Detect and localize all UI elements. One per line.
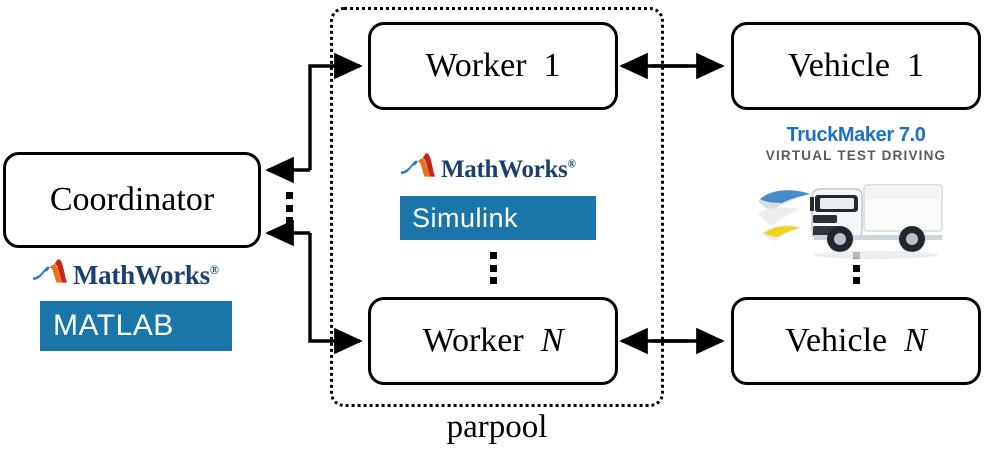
worker-n-label: Worker N xyxy=(423,324,564,358)
mathworks-wordmark: MathWorks® xyxy=(73,260,219,291)
mathworks-registered-mark: ® xyxy=(209,263,219,277)
worker-n-label-text: Worker xyxy=(422,322,524,359)
edge-coordinator-to-workerN xyxy=(308,233,363,355)
vehicle-n-label-text: Vehicle xyxy=(785,322,888,359)
coordinator-label: Coordinator xyxy=(49,181,215,218)
simulink-product-label: Simulink xyxy=(412,202,519,233)
mathworks-registered-mark-2: ® xyxy=(567,158,576,171)
node-vehicle-n[interactable]: Vehicle N xyxy=(731,297,981,385)
mathworks-logo-coordinator: MathWorks® xyxy=(32,258,219,293)
truckmaker-subtitle: VIRTUAL TEST DRIVING xyxy=(765,148,947,163)
simulink-product-badge: Simulink xyxy=(400,196,596,240)
parpool-caption: parpool xyxy=(446,409,548,445)
truckmaker-title: TruckMaker 7.0 xyxy=(786,124,926,146)
truckmaker-truck-illustration xyxy=(756,167,956,259)
node-worker-n[interactable]: Worker N xyxy=(368,297,618,385)
worker-1-index: 1 xyxy=(543,47,561,84)
vehicle-1-label: Vehicle 1 xyxy=(788,49,924,83)
node-worker-1[interactable]: Worker 1 xyxy=(368,22,618,110)
vehicle-n-label: Vehicle N xyxy=(785,324,927,358)
vehicle-1-index: 1 xyxy=(906,47,924,84)
worker-column-ellipsis-icon xyxy=(490,252,497,284)
parpool-container xyxy=(330,7,664,407)
worker-n-index: N xyxy=(540,322,564,359)
vehicle-n-index: N xyxy=(904,322,927,359)
mathworks-wordmark-2: MathWorks® xyxy=(441,156,576,184)
mathworks-wordmark-text: MathWorks xyxy=(73,260,210,290)
matlab-product-label: MATLAB xyxy=(53,309,174,342)
matlab-product-badge: MATLAB xyxy=(40,301,232,351)
mathworks-membrane-icon xyxy=(32,258,68,293)
node-vehicle-1[interactable]: Vehicle 1 xyxy=(731,22,981,110)
vehicle-1-label-text: Vehicle xyxy=(788,47,890,84)
coordinator-column-ellipsis-icon xyxy=(286,192,293,224)
mathworks-wordmark-text-2: MathWorks xyxy=(441,155,568,183)
worker-1-label: Worker 1 xyxy=(425,49,560,83)
worker-1-label-text: Worker xyxy=(425,47,527,84)
truckmaker-logo: TruckMaker 7.0 VIRTUAL TEST DRIVING xyxy=(756,124,956,259)
node-coordinator[interactable]: Coordinator xyxy=(3,152,261,248)
mathworks-logo-worker: MathWorks® xyxy=(400,152,576,187)
mathworks-membrane-icon-2 xyxy=(400,152,436,187)
edge-coordinator-to-worker1 xyxy=(308,52,363,170)
